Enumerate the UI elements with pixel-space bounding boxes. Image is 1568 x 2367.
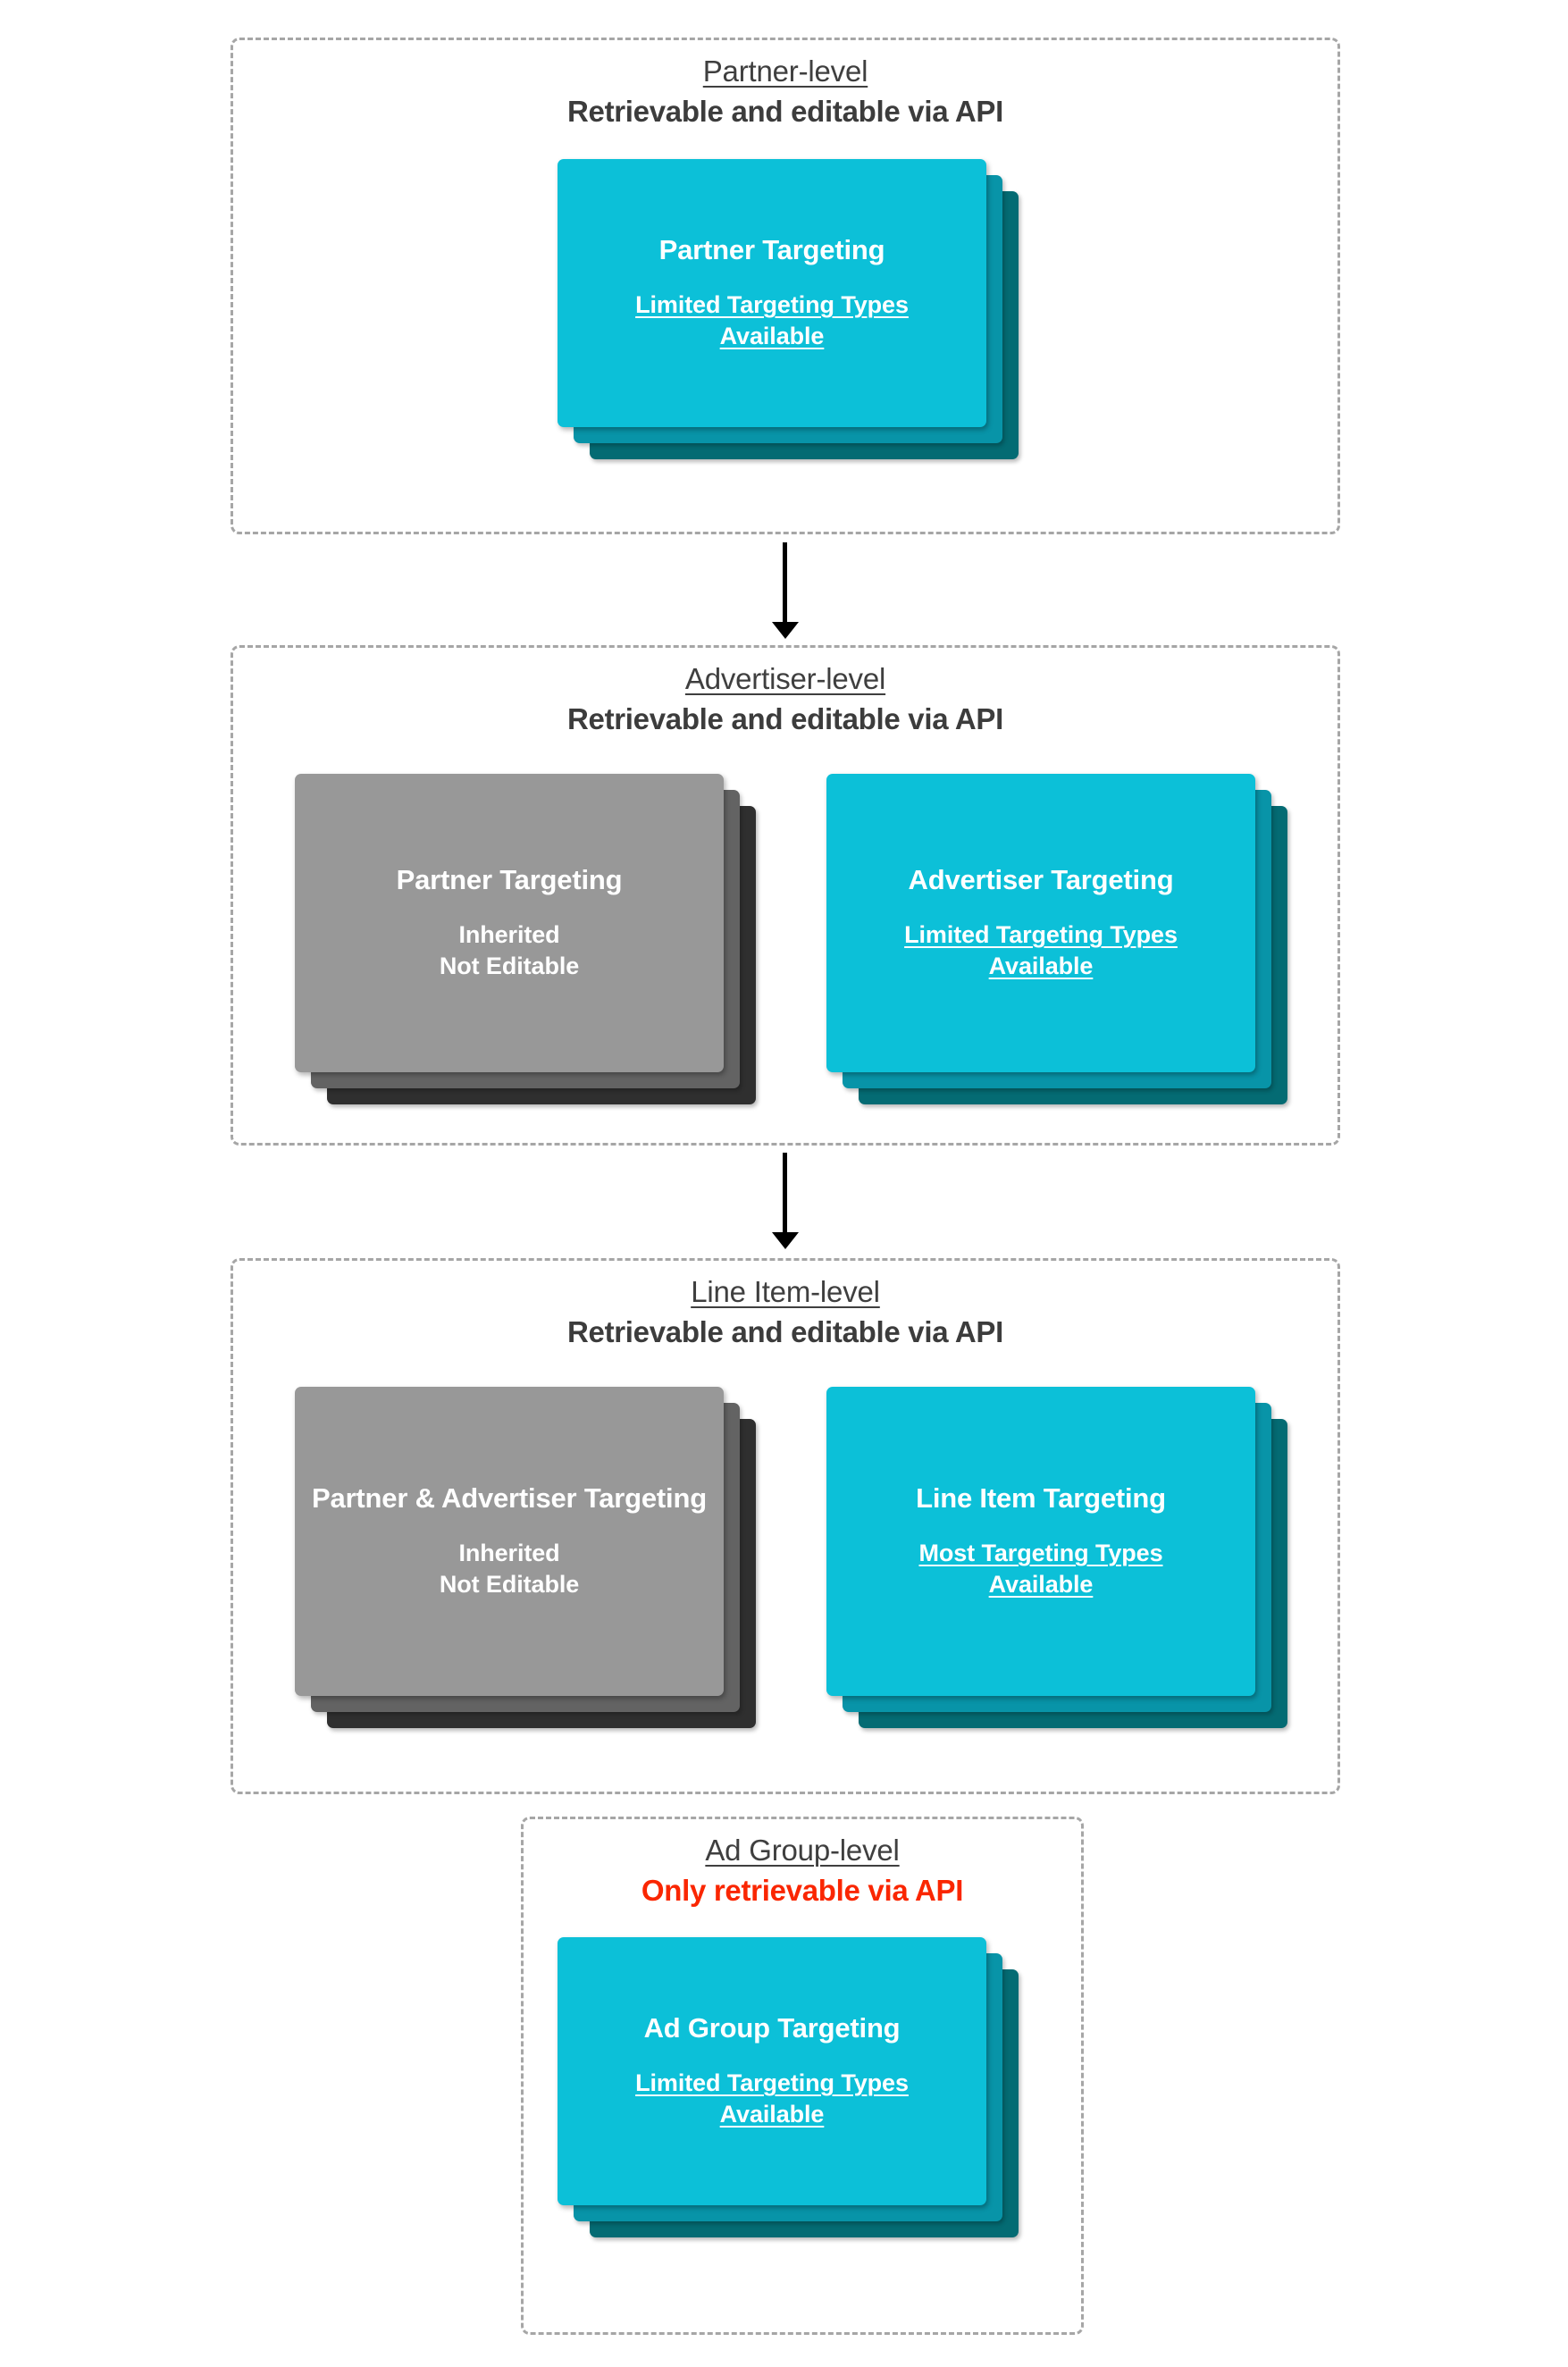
connector-advertiser-to-line-item — [767, 1153, 803, 1249]
card-note: Inherited Not Editable — [440, 919, 579, 982]
card-note: Inherited Not Editable — [440, 1538, 579, 1600]
card-front-line-item-targeting[interactable]: Line Item Targeting Most Targeting Types… — [826, 1387, 1255, 1696]
card-note-line-1: Limited Targeting Types — [635, 291, 909, 319]
card-note-line-2: Available — [719, 323, 825, 350]
level-heading-advertiser: Advertiser-level Retrievable and editabl… — [233, 648, 1337, 737]
level-box-partner: Partner-level Retrievable and editable v… — [231, 38, 1340, 534]
card-note-line-2: Available — [988, 1571, 1094, 1599]
level-access-partner: Retrievable and editable via API — [566, 95, 1004, 129]
card-note-line-1: Limited Targeting Types — [635, 2069, 909, 2097]
card-title: Partner Targeting — [658, 233, 885, 265]
card-front-partner-targeting[interactable]: Partner Targeting Limited Targeting Type… — [558, 159, 986, 427]
level-name-ad-group: Ad Group-level — [705, 1834, 900, 1867]
card-front-inherited-partner-advertiser-targeting[interactable]: Partner & Advertiser Targeting Inherited… — [295, 1387, 724, 1696]
connector-shaft — [783, 542, 787, 625]
level-access-advertiser: Retrievable and editable via API — [566, 702, 1004, 736]
level-name-line-item: Line Item-level — [691, 1275, 880, 1308]
level-box-advertiser: Advertiser-level Retrievable and editabl… — [231, 645, 1340, 1146]
card-front-advertiser-targeting[interactable]: Advertiser Targeting Limited Targeting T… — [826, 774, 1255, 1072]
card-front-ad-group-targeting[interactable]: Ad Group Targeting Limited Targeting Typ… — [558, 1937, 986, 2205]
level-box-ad-group: Ad Group-level Only retrievable via API — [521, 1817, 1084, 2335]
card-title: Partner Targeting — [396, 863, 623, 895]
level-name-partner: Partner-level — [702, 55, 868, 88]
level-access-line-item: Retrievable and editable via API — [566, 1315, 1004, 1349]
card-title: Line Item Targeting — [916, 1481, 1166, 1514]
card-note-line-1: Inherited — [458, 921, 560, 949]
level-access-ad-group: Only retrievable via API — [641, 1874, 964, 1908]
level-heading-partner: Partner-level Retrievable and editable v… — [233, 40, 1337, 130]
card-note-line-1: Most Targeting Types — [918, 1540, 1163, 1567]
card-note-line-2: Available — [719, 2101, 825, 2128]
level-heading-ad-group: Ad Group-level Only retrievable via API — [524, 1819, 1081, 1909]
card-note: Limited Targeting Types Available — [635, 290, 909, 352]
card-stack-line-item-targeting[interactable]: Line Item Targeting Most Targeting Types… — [826, 1387, 1287, 1728]
card-title: Ad Group Targeting — [643, 2011, 901, 2044]
card-note-line-2: Available — [988, 953, 1094, 980]
level-box-line-item: Line Item-level Retrievable and editable… — [231, 1258, 1340, 1794]
card-note-line-2: Not Editable — [439, 1571, 580, 1599]
card-note-line-2: Not Editable — [439, 953, 580, 980]
connector-arrowhead — [772, 1232, 799, 1249]
card-note: Limited Targeting Types Available — [904, 919, 1178, 982]
connector-arrowhead — [772, 622, 799, 639]
connector-partner-to-advertiser — [767, 542, 803, 639]
card-title: Partner & Advertiser Targeting — [312, 1481, 707, 1514]
card-note: Most Targeting Types Available — [918, 1538, 1162, 1600]
card-stack-advertiser-targeting[interactable]: Advertiser Targeting Limited Targeting T… — [826, 774, 1287, 1104]
card-front-inherited-partner-targeting[interactable]: Partner Targeting Inherited Not Editable — [295, 774, 724, 1072]
card-stack-partner-targeting[interactable]: Partner Targeting Limited Targeting Type… — [558, 159, 1019, 459]
level-heading-line-item: Line Item-level Retrievable and editable… — [233, 1261, 1337, 1350]
card-note: Limited Targeting Types Available — [635, 2068, 909, 2130]
level-name-advertiser: Advertiser-level — [684, 662, 886, 695]
card-note-line-1: Limited Targeting Types — [904, 921, 1178, 949]
connector-shaft — [783, 1153, 787, 1235]
card-stack-advertiser-inherited[interactable]: Partner Targeting Inherited Not Editable — [295, 774, 756, 1104]
card-title: Advertiser Targeting — [908, 863, 1174, 895]
card-stack-line-item-inherited[interactable]: Partner & Advertiser Targeting Inherited… — [295, 1387, 756, 1728]
card-note-line-1: Inherited — [458, 1540, 560, 1567]
card-stack-ad-group-targeting[interactable]: Ad Group Targeting Limited Targeting Typ… — [558, 1937, 1019, 2237]
